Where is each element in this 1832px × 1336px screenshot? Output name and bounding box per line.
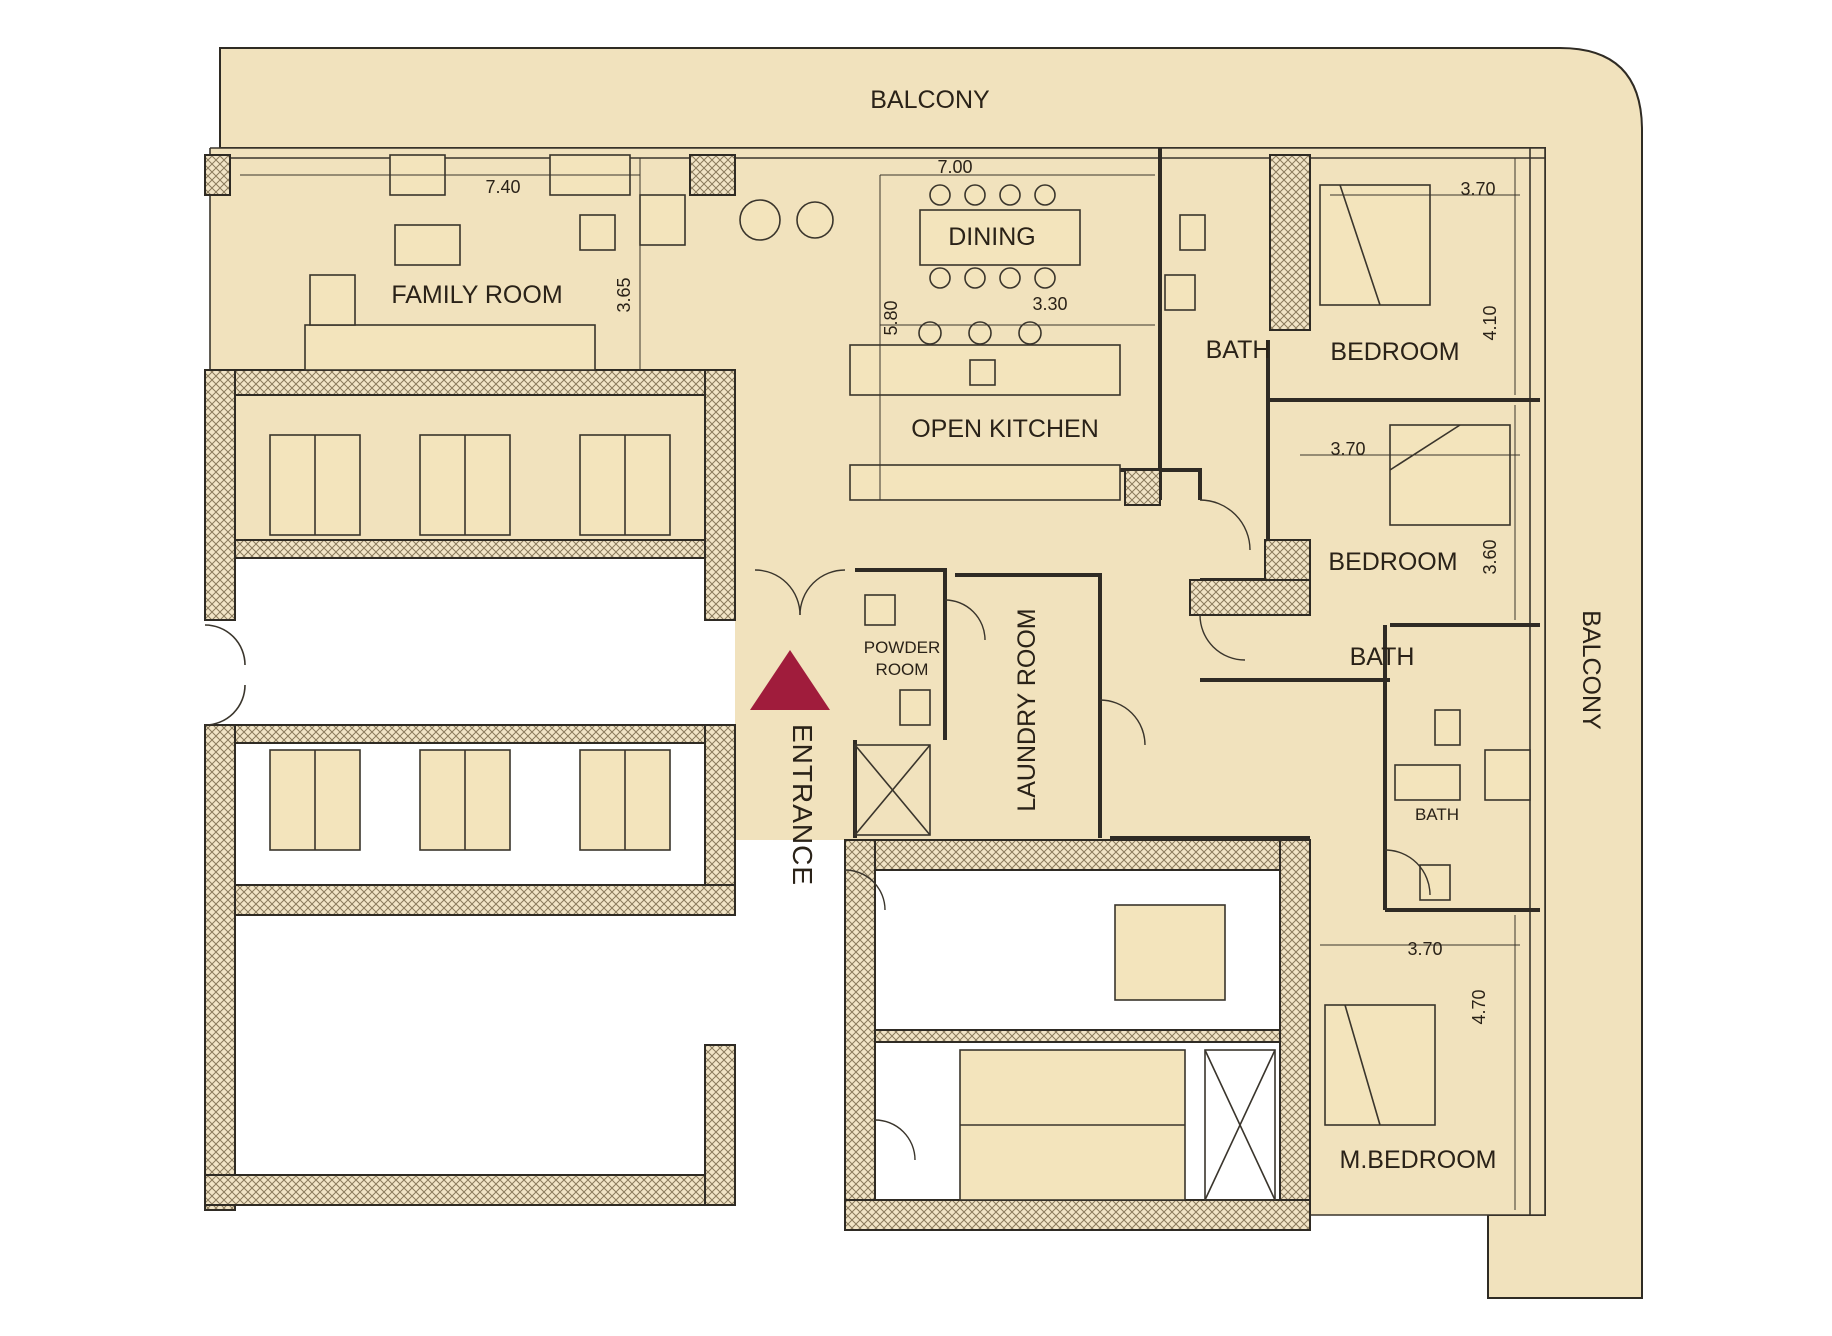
dim-family-depth: 3.65: [614, 277, 634, 312]
round-table: [739, 199, 781, 241]
lobby-door: [204, 624, 246, 726]
shaft-box: [1204, 1049, 1276, 1201]
door-swings: [754, 499, 1431, 1161]
dim-kitchen-depth: 5.80: [881, 300, 901, 335]
core-wall-left-lower: [204, 724, 236, 1211]
bed-master: [1324, 1004, 1436, 1126]
service-core-wall-left: [844, 839, 876, 1231]
kitchen-counter: [849, 464, 1121, 501]
side-table: [579, 214, 616, 251]
dining-label: DINING: [948, 223, 1036, 251]
service-core-wall-right: [1279, 839, 1311, 1231]
dim-bed2-depth: 3.60: [1480, 539, 1500, 574]
master-bedroom-label: M.BEDROOM: [1340, 1146, 1497, 1174]
column-family: [204, 154, 231, 196]
open-kitchen-label: OPEN KITCHEN: [911, 415, 1099, 443]
interior-walls: [853, 148, 1540, 912]
service-lift-car: [1114, 904, 1226, 1001]
service-core-wall-top: [844, 839, 1311, 871]
shaft-powder: [854, 744, 931, 836]
stairs: [959, 1049, 1186, 1201]
family-room-label: FAMILY ROOM: [391, 281, 562, 309]
core-wall-right-bottom: [704, 1044, 736, 1206]
core-wall-mid-lower: [234, 724, 706, 744]
elevator-car-1: [269, 434, 361, 536]
basin-powder: [864, 594, 896, 626]
bedroom-2-label: BEDROOM: [1328, 548, 1457, 576]
column-bedroom2: [1264, 539, 1311, 581]
core-wall-left-upper: [204, 369, 236, 621]
bed-bedroom-1: [1319, 184, 1431, 306]
bath-1-label: BATH: [1206, 336, 1271, 364]
core-wall-below-lifts: [234, 884, 736, 916]
elevator-car-2: [419, 434, 511, 536]
dim-mbed-width: 3.70: [1407, 939, 1442, 959]
vanity-bath-3: [1394, 764, 1461, 801]
dimension-lines: [240, 158, 1520, 1210]
powder-room-label-line1: POWDER: [864, 638, 941, 657]
dim-dining-width: 7.00: [937, 157, 972, 177]
bath-2-label: BATH: [1350, 643, 1415, 671]
bed-bedroom-2: [1389, 424, 1511, 526]
round-chair: [796, 201, 834, 239]
bedroom-1-label: BEDROOM: [1330, 338, 1459, 366]
dim-bed2-width: 3.70: [1330, 439, 1365, 459]
dim-bed1-width: 3.70: [1460, 179, 1495, 199]
wc-bath-1: [1179, 214, 1206, 251]
wc-powder: [899, 689, 931, 726]
service-core-wall-bottom: [844, 1199, 1311, 1231]
powder-room-label-line2: ROOM: [876, 660, 929, 679]
elevator-car-5: [419, 749, 511, 851]
balcony-top-label: BALCONY: [870, 86, 990, 114]
core-wall-right-upper: [704, 369, 736, 621]
dim-bed1-depth: 4.10: [1480, 305, 1500, 340]
entrance-label: ENTRANCE: [787, 724, 818, 886]
entrance-marker: [750, 650, 830, 710]
column-balcony-edge: [689, 154, 736, 196]
service-core-wall-mid: [874, 1029, 1281, 1043]
laundry-room-label: LAUNDRY ROOM: [1013, 608, 1041, 811]
wc-bath-3: [1419, 864, 1451, 901]
dim-mbed-depth: 4.70: [1469, 989, 1489, 1024]
elevator-car-6: [579, 749, 671, 851]
wc-bath-2: [1434, 709, 1461, 746]
armchair-3: [639, 194, 686, 246]
core-wall-bottom: [204, 1174, 736, 1206]
column-hall: [1189, 579, 1311, 616]
column-bedroom1-headboard: [1269, 154, 1311, 331]
core-wall-top: [204, 369, 736, 396]
column-kitchen: [1124, 469, 1161, 506]
dim-kitchen-width: 3.30: [1032, 294, 1067, 314]
outer-wall-line: [210, 147, 1546, 1216]
kitchen-island: [849, 321, 1121, 396]
dining-table: [919, 184, 1081, 289]
sofa: [304, 274, 596, 371]
basin-bath-1: [1164, 274, 1196, 311]
core-wall-mid-upper: [234, 539, 706, 559]
coffee-table: [394, 224, 461, 266]
balcony-right-label: BALCONY: [1577, 610, 1605, 730]
dim-family-width: 7.40: [485, 177, 520, 197]
bath-3-label: BATH: [1415, 805, 1459, 824]
elevator-car-4: [269, 749, 361, 851]
elevator-car-3: [579, 434, 671, 536]
shower-bath-3: [1484, 749, 1531, 801]
